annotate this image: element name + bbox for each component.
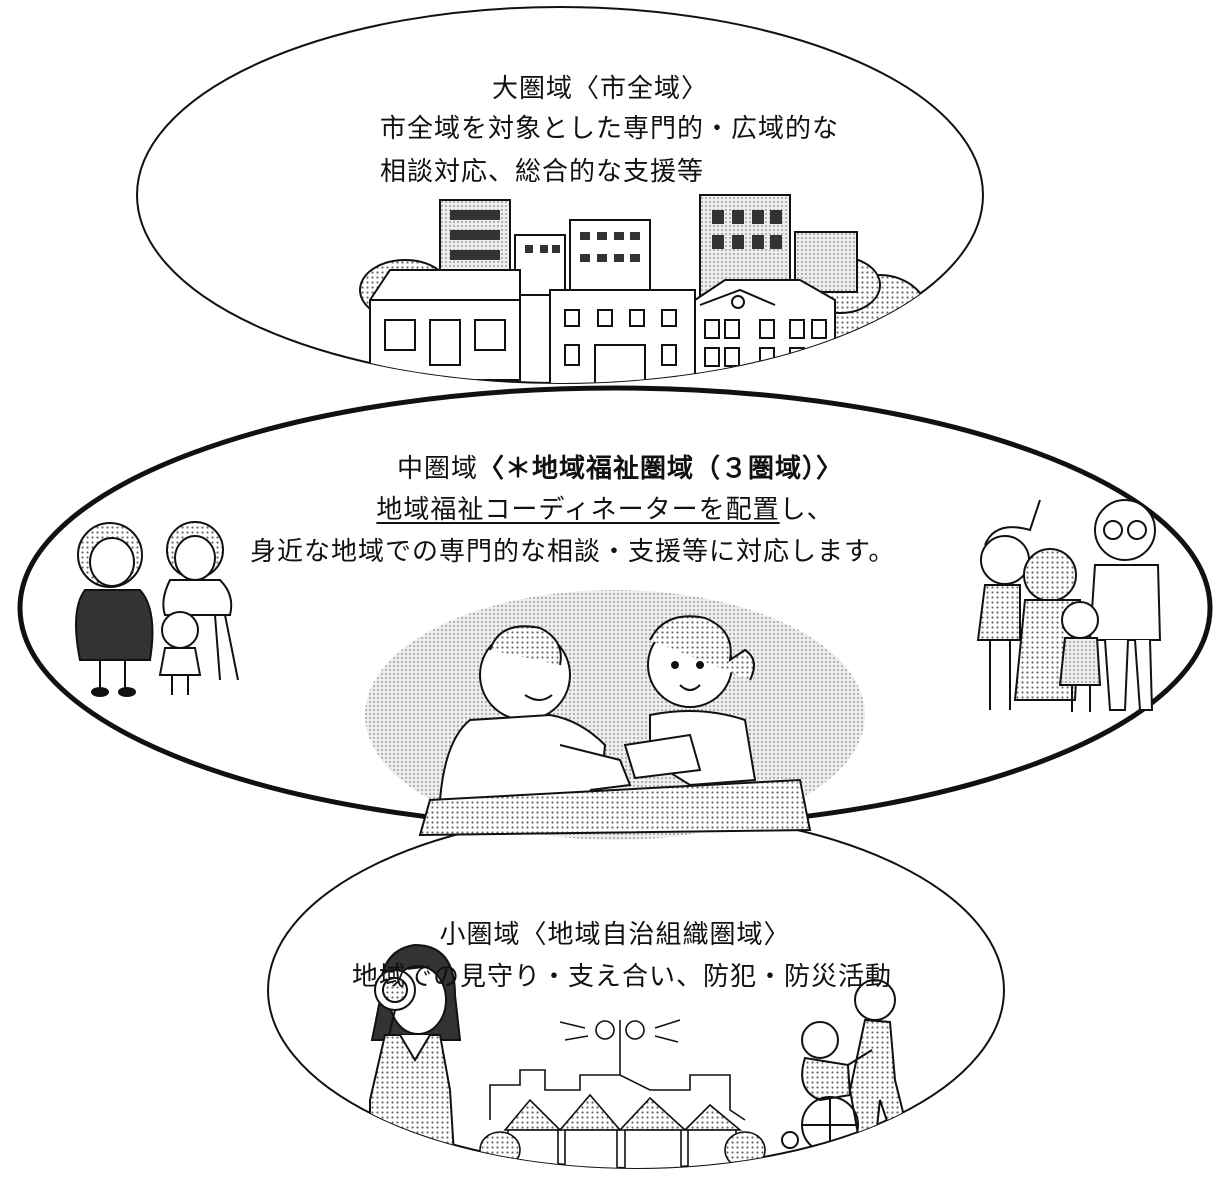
large-zone-title: 大圏域〈市全域〉: [491, 74, 709, 104]
middle-zone-description-line1: 地域福祉コーディネーターを配置し、: [376, 493, 833, 528]
neighborhood-with-siren-illustration: [479, 1019, 766, 1168]
middle-zone-title-prefix: 中圏域: [396, 454, 478, 484]
family-group-illustration: [75, 521, 239, 697]
city-buildings-illustration: [359, 194, 931, 383]
small-zone-title: 小圏域〈地域自治組織圏域〉: [439, 920, 791, 950]
large-zone-description-line1: 市全域を対象とした専門的・広域的な: [380, 114, 840, 144]
middle-zone-title: 中圏域〈＊地域福祉圏域（３圏域）〉: [397, 452, 843, 487]
small-zone-description-line1: 地域での見守り・支え合い、防犯・防災活動: [351, 962, 893, 992]
middle-zone-line1-rest: し、: [779, 495, 834, 525]
multi-generation-family-illustration: [976, 499, 1162, 712]
consultation-handshake-illustration: [365, 590, 865, 840]
coordinator-placement-text: 地域福祉コーディネーターを配置: [376, 495, 780, 525]
middle-zone-description-line2: 身近な地域での専門的な相談・支援等に対応します。: [250, 537, 896, 567]
large-zone-description-line2: 相談対応、総合的な支援等: [380, 157, 705, 187]
middle-zone-title-bold: 〈＊地域福祉圏域（３圏域）〉: [478, 454, 844, 484]
